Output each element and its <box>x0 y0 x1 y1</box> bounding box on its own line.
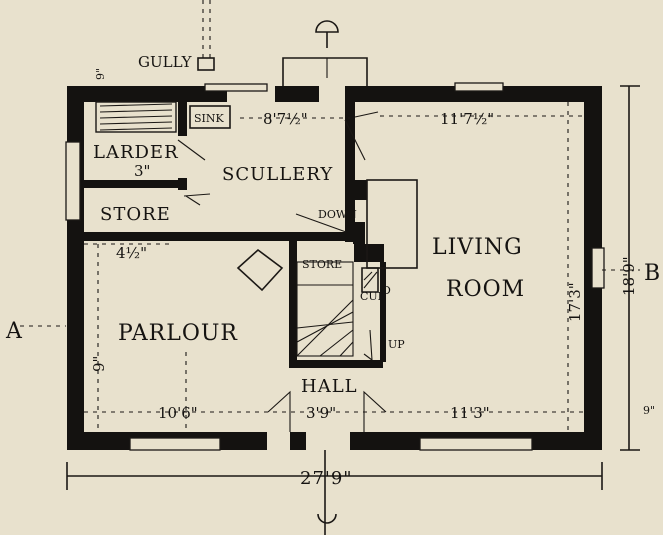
room-hall: HALL <box>301 376 358 397</box>
dim-store: 4½" <box>116 244 147 262</box>
label-cupboard: CUP <box>360 290 386 303</box>
outer-walls <box>67 86 602 450</box>
label-gully: GULLY <box>138 53 193 71</box>
label-up: UP <box>388 338 405 351</box>
section-mark-a: A <box>5 319 23 344</box>
dim-parlour: 9" <box>90 356 108 372</box>
dim-overall-width: 27'9" <box>300 468 353 489</box>
dimension-lines <box>20 85 640 535</box>
room-larder: LARDER <box>93 142 179 163</box>
dim-living-top: 11'7½" <box>440 110 494 128</box>
drain-lines <box>197 0 215 71</box>
chimney-breast <box>366 179 418 269</box>
room-store: STORE <box>100 204 171 225</box>
label-cupboard-sup: D <box>382 284 391 297</box>
section-mark-b: B <box>644 261 661 286</box>
staircase <box>296 261 379 361</box>
dim-living-depth: 17'3" <box>566 282 584 322</box>
room-living: LIVING <box>432 235 523 260</box>
internal-walls <box>84 102 386 368</box>
room-parlour: PARLOUR <box>118 321 238 346</box>
larder-shelving <box>95 101 231 133</box>
room-store-stair: STORE <box>302 258 342 271</box>
rear-porch <box>282 20 368 86</box>
dim-wall-left-top: 9" <box>94 68 107 80</box>
dim-scullery-width: 8'7½" <box>263 110 308 128</box>
dim-hall-width: 3'9" <box>306 404 336 422</box>
dim-wall-right-bottom: 9" <box>643 404 655 417</box>
dim-parlour-width: 10'6" <box>158 404 198 422</box>
room-scullery: SCULLERY <box>222 164 333 185</box>
room-room: ROOM <box>446 277 525 302</box>
dim-larder-sub: 3" <box>134 162 150 180</box>
door-swings <box>177 111 387 432</box>
windows <box>65 82 605 451</box>
section-mark-c-bottom-symbol <box>317 513 337 524</box>
label-sink: SINK <box>194 112 225 125</box>
label-down: DOWN <box>318 208 357 221</box>
dim-living-width: 11'3" <box>450 404 490 422</box>
dim-overall-depth: 18'9" <box>620 256 638 296</box>
